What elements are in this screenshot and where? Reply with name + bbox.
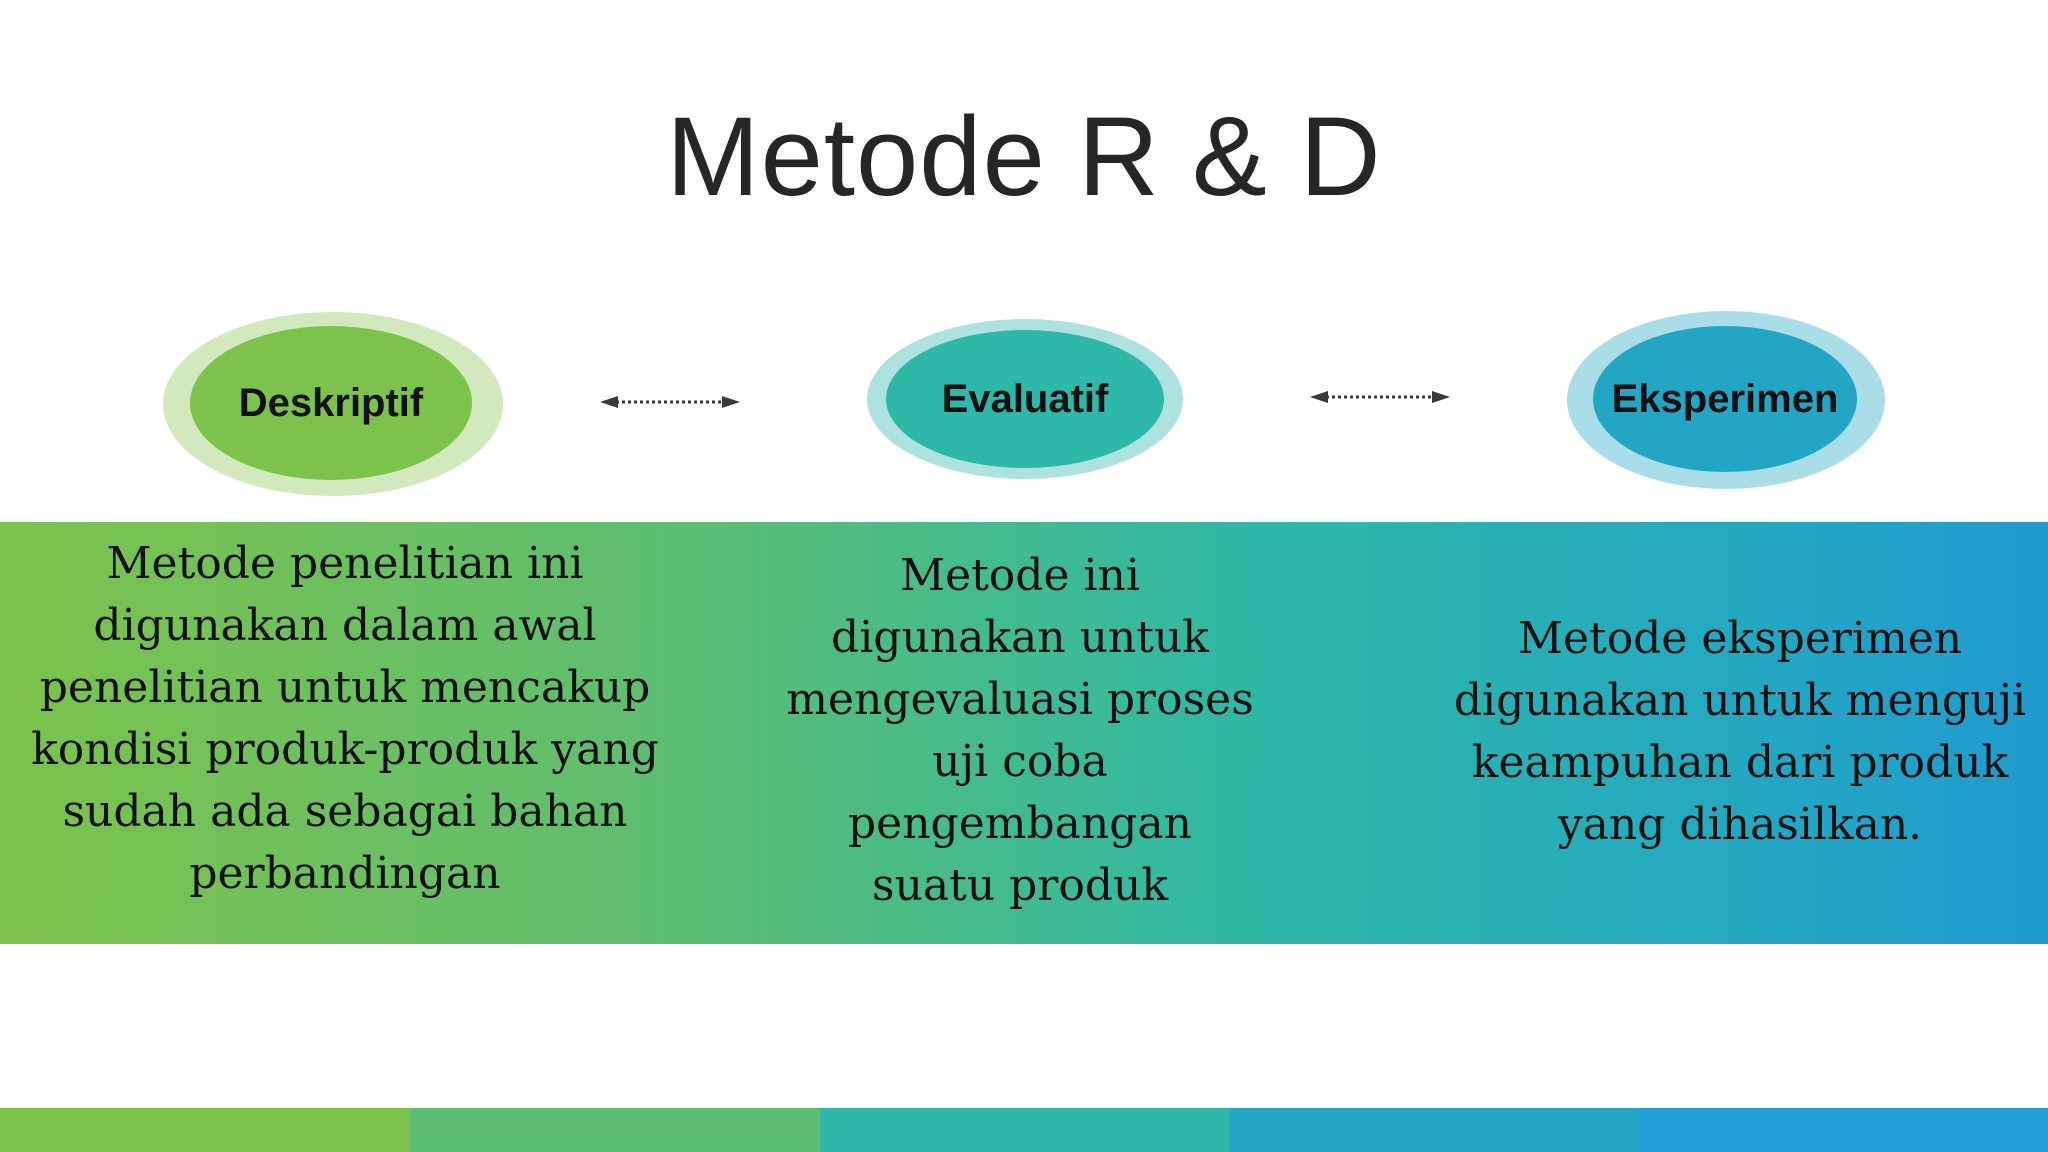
double-arrow-icon	[1310, 391, 1450, 403]
eksperimen-ellipse: Eksperimen	[1593, 326, 1857, 472]
slide-title: Metode R & D	[666, 94, 1382, 219]
deskriptif-ellipse: Deskriptif	[190, 326, 472, 480]
footer-segment-1	[0, 1108, 410, 1152]
footer-segment-5	[1638, 1108, 2048, 1152]
evaluatif-label: Evaluatif	[941, 376, 1109, 421]
footer-segment-4	[1229, 1108, 1639, 1152]
evaluatif-ellipse: Evaluatif	[886, 330, 1164, 468]
eksperimen-label: Eksperimen	[1611, 376, 1839, 421]
description-band	[0, 522, 2048, 944]
evaluatif-description: Metode ini digunakan untuk mengevaluasi …	[786, 550, 1254, 911]
footer-segment-2	[410, 1108, 820, 1152]
eksperimen-description: Metode eksperimen digunakan untuk menguj…	[1453, 613, 2027, 850]
deskriptif-label: Deskriptif	[238, 380, 424, 425]
double-arrow-icon	[600, 396, 740, 408]
footer-segment-3	[820, 1108, 1230, 1152]
deskriptif-description: Metode penelitian ini digunakan dalam aw…	[31, 538, 659, 899]
